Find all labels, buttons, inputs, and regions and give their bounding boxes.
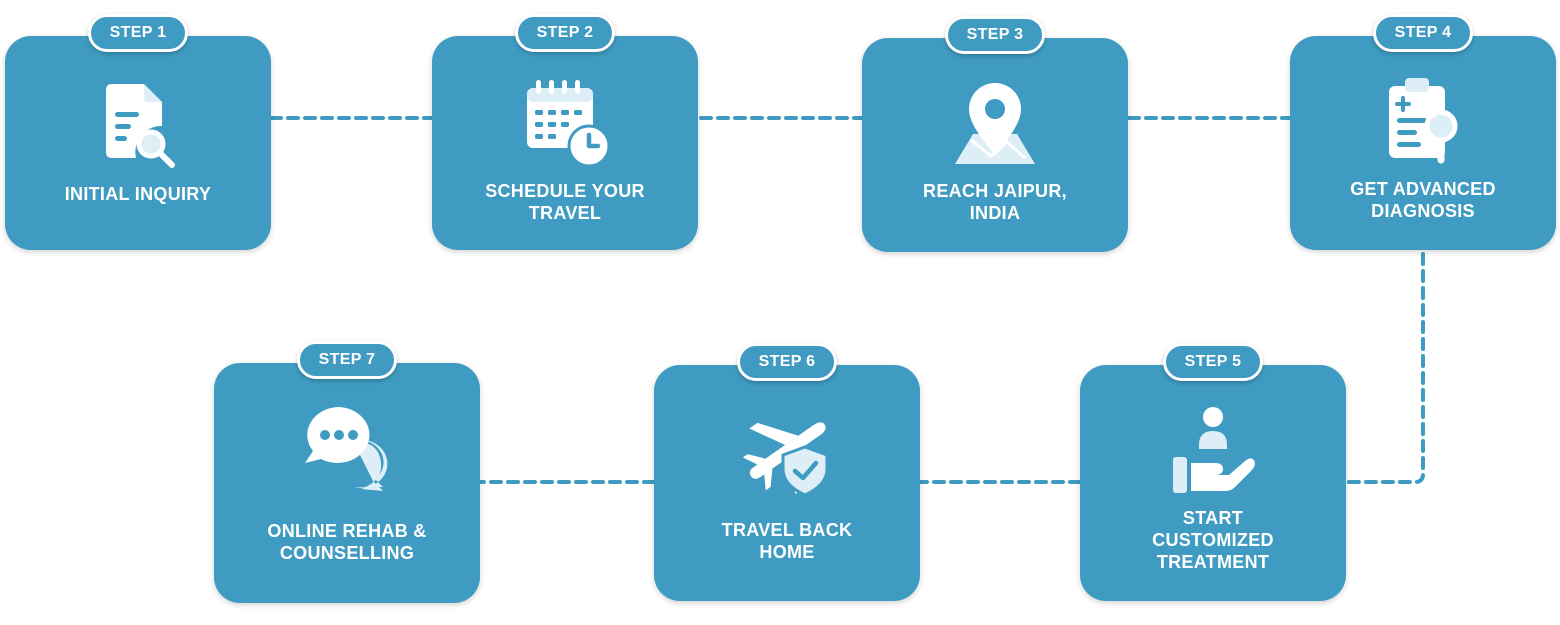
map-pin-icon [955, 83, 1035, 164]
step-label: REACH JAIPUR, INDIA [923, 181, 1067, 223]
document-search-icon [106, 84, 175, 168]
step-badge: STEP 7 [297, 341, 397, 379]
step-label: INITIAL INQUIRY [64, 184, 212, 204]
connector-step4-step5 [1344, 252, 1425, 484]
chat-bubbles-icon [305, 407, 388, 491]
step-label: SCHEDULE YOUR TRAVEL [485, 181, 645, 223]
step-card-3: STEP 3 REACH JAIPUR, INDIA [862, 16, 1128, 252]
step-badge: STEP 5 [1163, 343, 1263, 381]
step-label: GET ADVANCED DIAGNOSIS [1350, 179, 1496, 221]
calendar-clock-icon [527, 80, 611, 168]
clipboard-search-icon [1389, 78, 1458, 164]
step-label: START CUSTOMIZED TREATMENT [1152, 508, 1274, 572]
step-label: TRAVEL BACK HOME [721, 520, 853, 562]
patient-care-icon [1173, 407, 1255, 493]
step-label: ONLINE REHAB & COUNSELLING [267, 521, 427, 563]
step-card-4: STEP 4 GET ADVANCED DIAGNOSIS [1290, 14, 1556, 250]
step-badge: STEP 1 [88, 14, 188, 52]
airplane-shield-icon [742, 422, 829, 497]
step-card-1: STEP 1 INITIAL INQUIRY [5, 14, 271, 250]
step-card-5: STEP 5 START CUSTOMIZED TREATMENT [1080, 343, 1346, 601]
step-badge: STEP 4 [1373, 14, 1473, 52]
step-card-6: STEP 6 TRAVEL BACK HOME [654, 343, 920, 601]
step-card-2: STEP 2 SCHEDULE YOUR TRAVEL [432, 14, 698, 250]
step-badge: STEP 2 [515, 14, 615, 52]
step-badge: STEP 3 [945, 16, 1045, 54]
step-card-7: STEP 7 ONLINE REHAB & COUNSELLING [214, 341, 480, 603]
step-badge: STEP 6 [737, 343, 837, 381]
